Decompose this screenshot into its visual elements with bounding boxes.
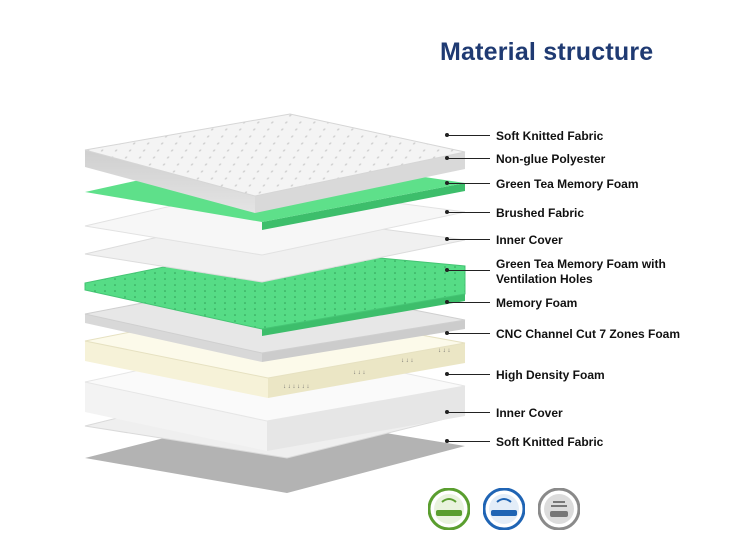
layer-label: Memory Foam xyxy=(496,296,577,311)
layer-label: High Density Foam xyxy=(496,368,605,383)
leader-dot-8 xyxy=(445,331,449,335)
leader-dot-10 xyxy=(445,410,449,414)
leader-line-1 xyxy=(447,135,490,136)
layer-label: Green Tea Memory Foam xyxy=(496,177,639,192)
layer-label: Inner Cover xyxy=(496,233,563,248)
layer-label: Non-glue Polyester xyxy=(496,152,605,167)
leader-line-5 xyxy=(447,239,490,240)
leader-dot-1 xyxy=(445,133,449,137)
leader-dot-6 xyxy=(445,268,449,272)
leader-dot-9 xyxy=(445,372,449,376)
svg-text:↓ ↓ ↓ ↓ ↓ ↓: ↓ ↓ ↓ ↓ ↓ ↓ xyxy=(283,384,309,390)
leader-line-10 xyxy=(447,412,490,413)
layer-label: Soft Knitted Fabric xyxy=(496,129,603,144)
leader-line-6 xyxy=(447,270,490,271)
certipur-us-badge xyxy=(428,488,470,530)
leader-dot-4 xyxy=(445,210,449,214)
layer-label: Green Tea Memory Foam with Ventilation H… xyxy=(496,257,666,287)
leader-line-11 xyxy=(447,441,490,442)
leader-line-9 xyxy=(447,374,490,375)
leader-line-2 xyxy=(447,158,490,159)
layer-label: Brushed Fabric xyxy=(496,206,584,221)
leader-dot-2 xyxy=(445,156,449,160)
layer-label: Inner Cover xyxy=(496,406,563,421)
bsci-badge xyxy=(538,488,580,530)
certification-badges xyxy=(428,488,580,530)
layer-label: Soft Knitted Fabric xyxy=(496,435,603,450)
leader-line-7 xyxy=(447,302,490,303)
svg-text:↓ ↓ ↓: ↓ ↓ ↓ xyxy=(438,348,450,354)
leader-dot-11 xyxy=(445,439,449,443)
svg-text:↓ ↓ ↓: ↓ ↓ ↓ xyxy=(401,358,413,364)
leader-dot-3 xyxy=(445,181,449,185)
certipur-badge xyxy=(483,488,525,530)
leader-dot-5 xyxy=(445,237,449,241)
svg-text:↓ ↓ ↓: ↓ ↓ ↓ xyxy=(353,370,365,376)
layer-label: CNC Channel Cut 7 Zones Foam xyxy=(496,327,680,342)
leader-line-8 xyxy=(447,333,490,334)
leader-dot-7 xyxy=(445,300,449,304)
leader-line-4 xyxy=(447,212,490,213)
leader-line-3 xyxy=(447,183,490,184)
